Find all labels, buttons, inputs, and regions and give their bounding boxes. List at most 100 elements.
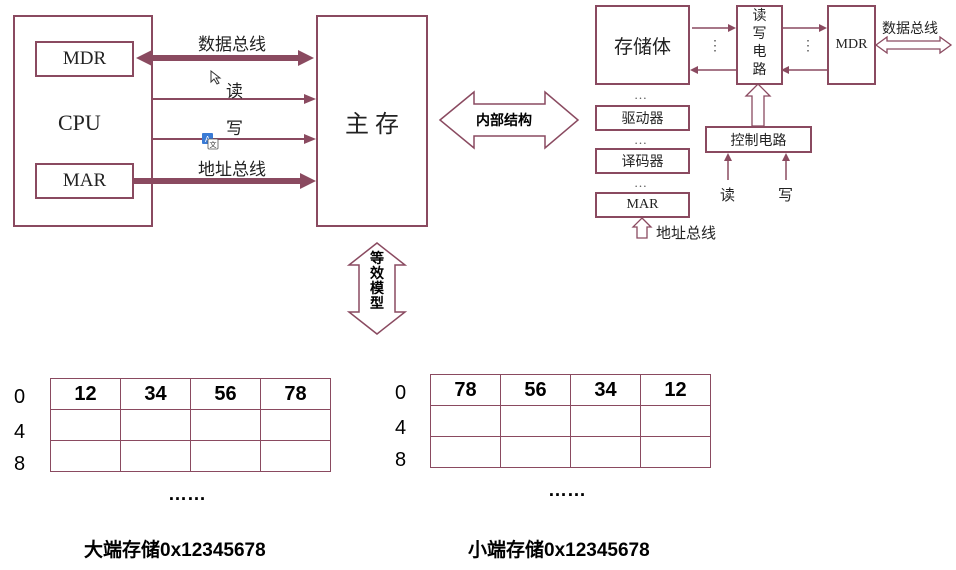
equivalent-model-char: 模: [370, 280, 384, 296]
table-row: 12 34 56 78: [50, 378, 331, 410]
rw-circuit-char: 路: [752, 63, 767, 78]
mdr-data-bus-arrow: [874, 35, 953, 55]
address-bus-input-arrow: [631, 217, 653, 239]
main-memory-label: 主 存: [345, 111, 399, 138]
read-label: 读: [226, 82, 243, 101]
table-row: [50, 440, 331, 472]
table-cell: [260, 440, 331, 472]
rw-circuit-char: 读: [752, 9, 767, 24]
svg-text:文: 文: [210, 140, 217, 149]
little-endian-row-label: 0: [395, 382, 407, 404]
little-endian-table: 78 56 34 12: [430, 374, 711, 468]
control-circuit-box: 控制电路: [705, 126, 812, 153]
equivalent-model-char: 等: [370, 250, 384, 266]
table-cell: [120, 440, 191, 472]
big-endian-caption: 大端存储0x12345678: [84, 540, 266, 561]
table-cell: 34: [570, 374, 641, 406]
table-cell: [640, 405, 711, 437]
table-cell: [430, 405, 501, 437]
table-row: [50, 409, 331, 441]
table-cell: [570, 405, 641, 437]
big-endian-ellipsis: ……: [168, 484, 206, 505]
table-cell: 56: [190, 378, 261, 410]
cpu-label: CPU: [58, 110, 101, 135]
equivalent-model-arrow: [346, 242, 408, 335]
table-cell: [500, 405, 571, 437]
right-data-bus-label: 数据总线: [882, 22, 938, 37]
table-cell: 34: [120, 378, 191, 410]
table-cell: [120, 409, 191, 441]
table-cell: [50, 409, 121, 441]
table-cell: [570, 436, 641, 468]
decoder-label: 译码器: [621, 155, 664, 170]
table-cell: 12: [50, 378, 121, 410]
right-mdr-box: MDR: [827, 5, 876, 85]
table-cell: 56: [500, 374, 571, 406]
table-cell: [190, 409, 261, 441]
storage-body-box: 存储体: [595, 5, 690, 85]
address-bus-arrow: [134, 173, 316, 189]
translate-icon: A 文: [202, 133, 219, 150]
ellipsis-vertical: ⋮: [708, 39, 722, 54]
right-mar-box: MAR: [595, 192, 690, 218]
ellipsis-horizontal: …: [634, 132, 647, 147]
data-bus-arrow: [136, 50, 314, 66]
right-read-label: 读: [720, 188, 736, 204]
table-cell: [500, 436, 571, 468]
big-endian-row-label: 4: [14, 421, 26, 443]
driver-label: 驱动器: [621, 112, 664, 127]
rw-mdr-arrows: [781, 24, 827, 74]
mar-label: MAR: [62, 170, 107, 191]
ellipsis-horizontal: …: [634, 87, 647, 102]
table-cell: 78: [260, 378, 331, 410]
right-address-bus-label: 地址总线: [656, 226, 717, 242]
decoder-box: 译码器: [595, 148, 690, 174]
big-endian-row-label: 0: [14, 386, 26, 408]
table-cell: [260, 409, 331, 441]
equivalent-model-char: 型: [370, 295, 384, 311]
rw-circuit-char: 电: [752, 45, 767, 60]
big-endian-table: 12 34 56 78: [50, 378, 331, 472]
equivalent-model-label: 等 效 模 型: [368, 251, 386, 311]
rw-circuit-box: [736, 5, 783, 85]
table-cell: [190, 440, 261, 472]
read-line: [153, 94, 316, 104]
table-cell: [430, 436, 501, 468]
table-row: [430, 405, 711, 437]
write-line: [153, 134, 316, 144]
write-label: 写: [226, 119, 243, 138]
table-cell: [50, 440, 121, 472]
mouse-cursor-icon: [210, 69, 222, 85]
table-row: [430, 436, 711, 468]
data-bus-label: 数据总线: [198, 35, 266, 54]
little-endian-row-label: 4: [395, 417, 407, 439]
little-endian-row-label: 8: [395, 449, 407, 471]
table-cell: 12: [640, 374, 711, 406]
right-mar-label: MAR: [626, 197, 659, 212]
mar-box: MAR: [35, 163, 134, 199]
rw-circuit-label: 读 写 电 路: [736, 8, 783, 80]
little-endian-caption: 小端存储0x12345678: [468, 540, 650, 561]
control-circuit-label: 控制电路: [730, 133, 787, 149]
table-row: 78 56 34 12: [430, 374, 711, 406]
main-memory-box: 主 存: [316, 15, 428, 227]
table-cell: [640, 436, 711, 468]
control-input-arrows: [724, 153, 790, 180]
equivalent-model-char: 效: [370, 265, 384, 281]
storage-body-label: 存储体: [613, 36, 671, 58]
mdr-box: MDR: [35, 41, 134, 77]
table-cell: 78: [430, 374, 501, 406]
address-bus-label: 地址总线: [198, 160, 266, 179]
internal-structure-label: 内部结构: [476, 112, 532, 128]
right-write-label: 写: [778, 188, 794, 204]
mdr-label: MDR: [62, 48, 107, 69]
internal-structure-arrow: [438, 90, 580, 150]
ellipsis-horizontal: …: [634, 175, 647, 190]
right-mdr-label: MDR: [835, 37, 868, 52]
storage-rw-arrows: [690, 24, 736, 74]
little-endian-ellipsis: ……: [548, 480, 586, 501]
ellipsis-vertical: ⋮: [801, 39, 815, 54]
rw-circuit-char: 写: [752, 27, 767, 42]
